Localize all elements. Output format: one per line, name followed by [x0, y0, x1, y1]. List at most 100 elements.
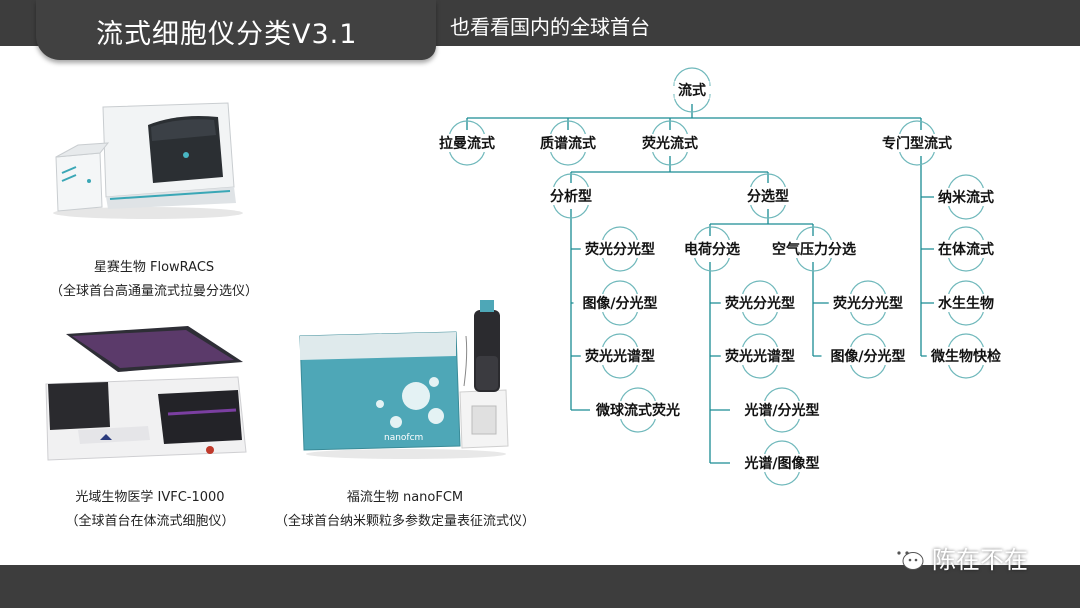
- node-label-bg: [580, 240, 660, 258]
- node-arc-decoration: [448, 120, 486, 166]
- node-arc-decoration: [898, 120, 936, 166]
- node-label: 荧光光谱型: [585, 348, 655, 365]
- node-label-bg: [926, 347, 1006, 365]
- product-desc: （全球首台在体流式细胞仪）: [65, 514, 235, 529]
- tree-node: 荧光分光型: [580, 226, 660, 272]
- node-label: 在体流式: [938, 241, 994, 258]
- node-arc-decoration: [741, 333, 779, 379]
- tree-node: 水生生物: [934, 280, 998, 326]
- node-label-bg: [638, 134, 702, 152]
- node-label: 分选型: [747, 188, 789, 205]
- tree-node: 荧光光谱型: [580, 333, 660, 379]
- node-arc-decoration: [673, 67, 711, 113]
- node-label: 光谱/分光型: [743, 402, 819, 419]
- node-arc-decoration: [947, 280, 985, 326]
- node-label-bg: [720, 294, 800, 312]
- node-label-bg: [767, 240, 861, 258]
- node-label-bg: [735, 454, 829, 472]
- node-label-bg: [828, 294, 908, 312]
- product-caption-nanofcm: 福流生物 nanoFCM （全球首台纳米颗粒多参数定量表征流式仪）: [270, 486, 540, 534]
- node-label-bg: [580, 347, 660, 365]
- tree-node: 微球流式荧光: [591, 387, 685, 433]
- node-label: 流式: [678, 82, 706, 99]
- watermark: 陈在不在: [890, 540, 1028, 575]
- node-arc-decoration: [947, 174, 985, 220]
- node-label-bg: [546, 187, 596, 205]
- node-label-bg: [674, 81, 710, 99]
- node-arc-decoration: [749, 173, 787, 219]
- node-label: 荧光分光型: [833, 295, 903, 312]
- tree-node: 拉曼流式: [435, 120, 499, 166]
- node-label-bg: [934, 188, 998, 206]
- page-title: 流式细胞仪分类V3.1: [96, 19, 358, 50]
- node-label: 水生生物: [938, 295, 994, 312]
- page-subtitle: 也看看国内的全球首台: [450, 15, 650, 39]
- tree-node: 图像/分光型: [573, 280, 667, 326]
- tree-node: 光谱/分光型: [735, 387, 829, 433]
- node-arc-decoration: [693, 226, 731, 272]
- node-arc-decoration: [619, 387, 657, 433]
- tree-node: 荧光分光型: [720, 280, 800, 326]
- tree-node: 荧光流式: [638, 120, 702, 166]
- node-label: 分析型: [550, 188, 592, 205]
- node-label: 纳米流式: [938, 189, 994, 206]
- product-name: 星赛生物 FlowRACS: [93, 260, 215, 275]
- node-label: 图像/分光型: [582, 295, 657, 312]
- watermark-text: 陈在不在: [932, 546, 1028, 574]
- tree-node: 纳米流式: [934, 174, 998, 220]
- flowracs-device-image: [53, 102, 243, 219]
- node-label: 光谱/图像型: [743, 455, 819, 472]
- ivfc-device-image: [38, 322, 256, 467]
- tree-node: 微生物快检: [926, 333, 1006, 379]
- node-arc-decoration: [601, 226, 639, 272]
- wechat-icon: [891, 544, 924, 570]
- node-label-bg: [720, 347, 800, 365]
- tree-node: 分析型: [546, 173, 596, 219]
- node-arc-decoration: [849, 333, 887, 379]
- node-arc-decoration: [849, 280, 887, 326]
- node-label-bg: [680, 240, 744, 258]
- node-label: 微生物快检: [930, 348, 1001, 365]
- node-arc-decoration: [947, 333, 985, 379]
- node-label: 荧光光谱型: [725, 348, 795, 365]
- node-arc-decoration: [601, 333, 639, 379]
- node-label-bg: [435, 134, 499, 152]
- title-tab: 流式细胞仪分类V3.1: [36, 0, 436, 60]
- node-label-bg: [934, 294, 998, 312]
- tree-node: 专门型流式: [877, 120, 957, 166]
- device-brand-label: nanofcm: [384, 433, 423, 443]
- product-desc: （全球首台高通量流式拉曼分选仪）: [49, 284, 258, 299]
- node-arc-decoration: [601, 280, 639, 326]
- node-arc-decoration: [947, 226, 985, 272]
- tree-node: 质谱流式: [536, 120, 600, 166]
- node-label: 荧光分光型: [585, 241, 655, 258]
- node-label: 空气压力分选: [772, 241, 856, 258]
- node-label-bg: [821, 347, 915, 365]
- tree-node: 流式: [673, 67, 711, 113]
- node-label: 微球流式荧光: [595, 402, 680, 419]
- node-label: 图像/分光型: [830, 348, 905, 365]
- tree-node: 分选型: [743, 173, 793, 219]
- tree-node: 图像/分光型: [821, 333, 915, 379]
- node-label: 荧光流式: [642, 135, 698, 152]
- node-arc-decoration: [552, 173, 590, 219]
- product-name: 光域生物医学 IVFC-1000: [75, 490, 225, 505]
- product-caption-ivfc: 光域生物医学 IVFC-1000 （全球首台在体流式细胞仪）: [40, 486, 260, 534]
- node-label: 专门型流式: [882, 135, 952, 152]
- node-arc-decoration: [741, 280, 779, 326]
- node-label: 荧光分光型: [725, 295, 795, 312]
- tree-node: 荧光分光型: [828, 280, 908, 326]
- node-label-bg: [591, 401, 685, 419]
- node-arc-decoration: [763, 440, 801, 486]
- tree-node: 荧光光谱型: [720, 333, 800, 379]
- node-label: 质谱流式: [540, 135, 596, 152]
- node-label-bg: [877, 134, 957, 152]
- product-desc: （全球首台纳米颗粒多参数定量表征流式仪）: [274, 514, 535, 529]
- node-label-bg: [536, 134, 600, 152]
- product-caption-flowracs: 星赛生物 FlowRACS （全球首台高通量流式拉曼分选仪）: [44, 256, 264, 304]
- node-arc-decoration: [795, 226, 833, 272]
- node-label-bg: [743, 187, 793, 205]
- node-label: 电荷分选: [684, 241, 740, 258]
- node-arc-decoration: [651, 120, 689, 166]
